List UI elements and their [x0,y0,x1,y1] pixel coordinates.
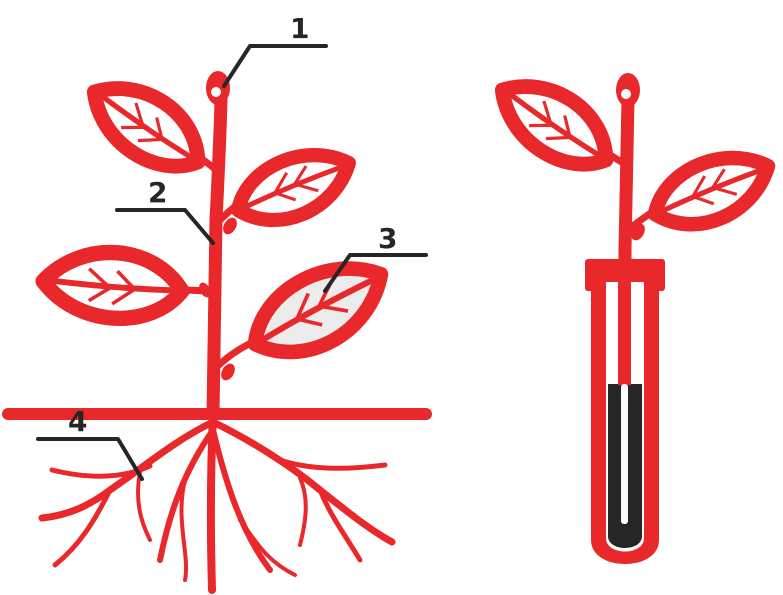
label-4: 4 [68,405,87,438]
label-3: 3 [378,222,397,255]
cutting-leaf-right [644,141,779,241]
leaf-upper-left [79,66,215,186]
whole-plant: 1 2 3 4 [8,12,426,590]
label-1: 1 [290,12,309,45]
leaf-upper-right [227,138,360,236]
leader-line-1 [224,46,326,86]
leaf-lower-right [239,246,398,373]
cutting-in-test-tube [487,64,780,561]
apical-bud [206,71,230,105]
cutting-leaf-left [487,64,623,184]
test-tube [588,262,662,561]
leaf-middle-left [40,247,184,324]
label-2: 2 [148,176,167,209]
cutting-apical-bud [616,73,640,107]
leader-line-2 [117,210,213,243]
